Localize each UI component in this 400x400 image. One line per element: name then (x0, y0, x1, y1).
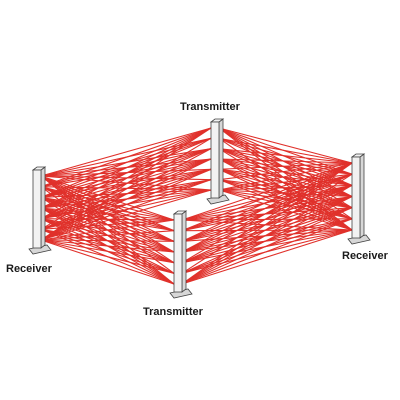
bottom-right-beam (181, 162, 353, 274)
top-right-beam (218, 168, 353, 198)
transmitter-top-post (206, 118, 230, 205)
receiver-right-post (347, 153, 371, 245)
bottom-left-beam (40, 219, 175, 230)
bottom-left-beam (40, 207, 175, 221)
transmitter-bottom-label: Transmitter (143, 306, 203, 318)
post-face (173, 213, 183, 293)
post-face (210, 121, 220, 199)
bottom-right-beam (181, 162, 353, 253)
bottom-left-beam (40, 230, 175, 241)
bottom-right-beam (181, 196, 353, 285)
post-side (40, 166, 46, 249)
top-right-beam (218, 162, 353, 181)
bottom-left-beam (40, 219, 175, 241)
bottom-left-beam (40, 239, 175, 274)
top-right-beam (218, 184, 353, 191)
bottom-right-beam (181, 162, 353, 232)
infrared-beams (40, 127, 353, 285)
transmitter-bottom-post (169, 210, 193, 299)
post-side (181, 210, 187, 293)
post-face (351, 156, 361, 239)
top-right-beam (218, 162, 353, 170)
top-left-beam (40, 127, 212, 220)
post-side (218, 118, 224, 199)
receiver-left-post (28, 166, 52, 255)
bottom-right-beam (181, 173, 353, 285)
bottom-left-beam (40, 239, 175, 264)
top-right-beam (218, 158, 353, 186)
bottom-right-beam (181, 229, 353, 285)
top-right-beam (218, 162, 353, 191)
receiver-right-label: Receiver (342, 250, 388, 262)
post-side (359, 153, 365, 239)
bottom-right-beam (181, 218, 353, 285)
bottom-left-beam (40, 175, 175, 221)
bottom-right-beam (181, 162, 353, 285)
top-left-beam (40, 127, 212, 188)
bottom-left-beam (40, 239, 175, 242)
bottom-right-beam (181, 162, 353, 242)
post-face (32, 169, 42, 249)
top-right-beam (218, 127, 353, 164)
top-right-beam (218, 148, 353, 164)
transmitter-top-label: Transmitter (180, 101, 240, 113)
bottom-left-beam (40, 186, 175, 221)
bottom-left-beam (40, 218, 175, 221)
bottom-left-beam (40, 239, 175, 253)
top-right-beam (218, 158, 353, 164)
sensor-posts (28, 118, 371, 299)
bottom-left-beam (40, 239, 175, 285)
top-left-beam (40, 127, 212, 177)
bottom-right-beam (181, 162, 353, 264)
top-right-beam (218, 137, 353, 164)
receiver-left-label: Receiver (6, 263, 52, 275)
bottom-right-beam (181, 207, 353, 285)
bottom-right-beam (181, 162, 353, 221)
top-left-beam (40, 158, 212, 241)
bottom-left-beam (40, 196, 175, 221)
bottom-right-beam (181, 184, 353, 285)
